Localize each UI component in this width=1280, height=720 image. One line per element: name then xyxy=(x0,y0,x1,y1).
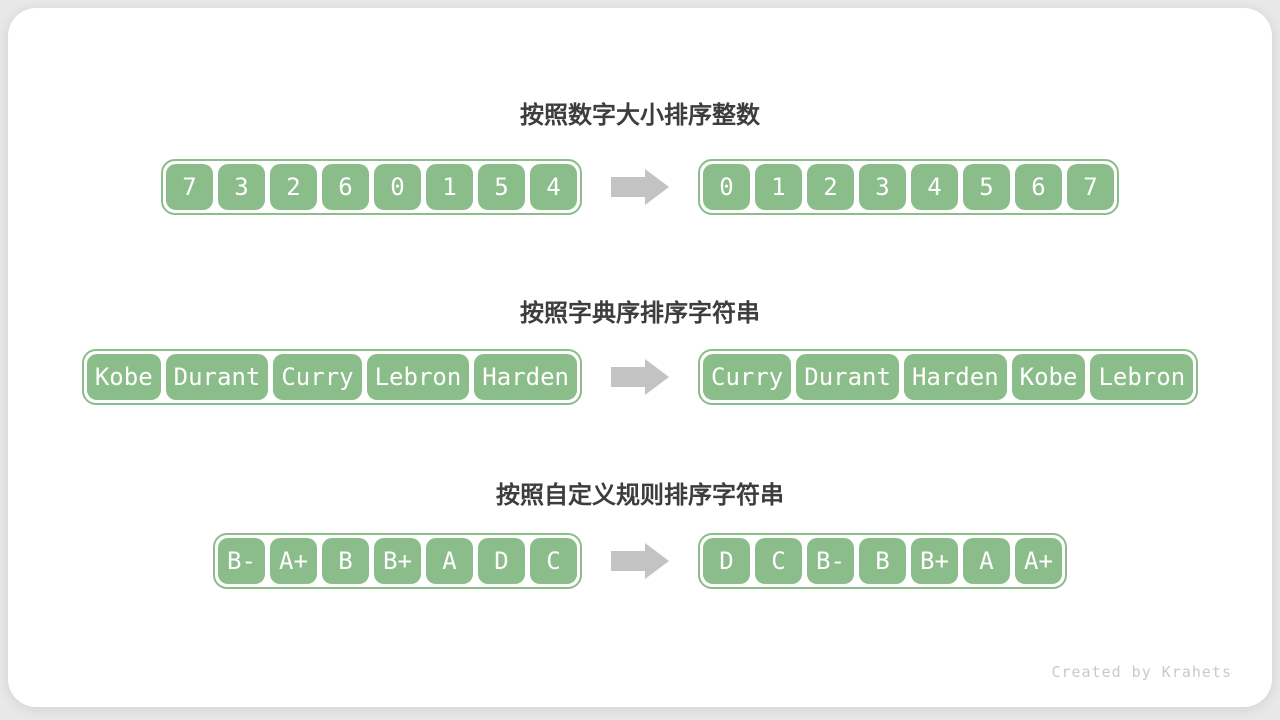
section-title-sort-integers: 按照数字大小排序整数 xyxy=(520,102,760,129)
arrow-right-icon xyxy=(611,543,669,579)
array-cell: A+ xyxy=(270,538,317,584)
array-cell: B+ xyxy=(374,538,421,584)
array-cell: D xyxy=(703,538,750,584)
array-cell: Curry xyxy=(703,354,792,400)
array-cell: 6 xyxy=(322,164,369,210)
array-cell: Lebron xyxy=(366,354,470,400)
array-cell: B- xyxy=(807,538,854,584)
array-cell: 6 xyxy=(1015,164,1062,210)
array-cell: 2 xyxy=(807,164,854,210)
array-cell: 4 xyxy=(911,164,958,210)
array-cell: 5 xyxy=(963,164,1010,210)
array-cell: Lebron xyxy=(1090,354,1194,400)
array-cell: A xyxy=(963,538,1010,584)
arrow-right-icon xyxy=(611,169,669,205)
array-cell: B xyxy=(322,538,369,584)
array-cell: 4 xyxy=(530,164,577,210)
array-cell: B- xyxy=(218,538,265,584)
array-cell: Durant xyxy=(796,354,899,400)
array-cell: Harden xyxy=(474,354,577,400)
array-cell: A xyxy=(426,538,473,584)
watermark-credit: Created by Krahets xyxy=(1051,663,1232,681)
array-cell: 5 xyxy=(478,164,525,210)
array-cell: 3 xyxy=(218,164,265,210)
array-cell: 7 xyxy=(166,164,213,210)
array-cell: 2 xyxy=(270,164,317,210)
array-cell: B xyxy=(859,538,906,584)
array-cell: Durant xyxy=(165,354,269,400)
array-cell: Harden xyxy=(903,354,1007,400)
array-cell: D xyxy=(478,538,525,584)
array-cell: A+ xyxy=(1015,538,1062,584)
array-cell: Kobe xyxy=(1011,354,1086,400)
array-cell: 3 xyxy=(859,164,906,210)
array-cell: Kobe xyxy=(86,354,161,400)
array-cell: 7 xyxy=(1067,164,1114,210)
arrow-right-icon xyxy=(611,359,669,395)
array-cell: 1 xyxy=(426,164,473,210)
array-cell: 0 xyxy=(374,164,421,210)
array-cell: Curry xyxy=(273,354,362,400)
array-cell: B+ xyxy=(911,538,958,584)
array-cell: C xyxy=(755,538,802,584)
array-cell: 0 xyxy=(703,164,750,210)
array-cell: 1 xyxy=(755,164,802,210)
section-title-sort-custom-rule: 按照自定义规则排序字符串 xyxy=(496,482,784,509)
section-title-sort-lexicographic: 按照字典序排序字符串 xyxy=(520,300,760,327)
array-cell: C xyxy=(530,538,577,584)
